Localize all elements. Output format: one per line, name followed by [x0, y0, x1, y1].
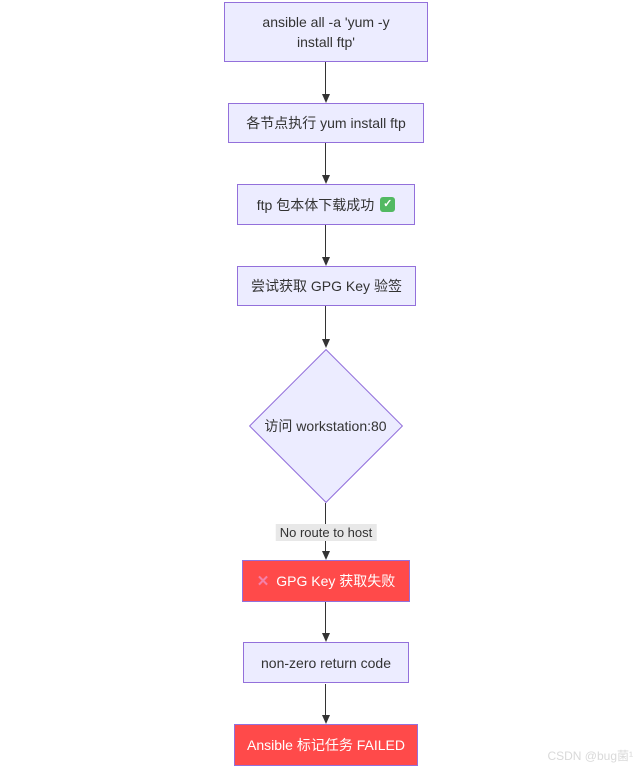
edge-connector [325, 143, 326, 182]
node-nonzero-return: non-zero return code [243, 642, 409, 683]
edge-connector [325, 225, 326, 264]
node-label: 访问 workstation:80 [264, 417, 387, 434]
node-label: Ansible 标记任务 FAILED [247, 737, 405, 753]
arrowhead-icon [322, 715, 330, 724]
node-label: GPG Key 获取失败 [276, 573, 396, 589]
node-label: 尝试获取 GPG Key 验签 [251, 278, 402, 294]
node-download-success: ftp 包本体下载成功 ✓ [237, 184, 415, 225]
edge-connector [325, 306, 326, 346]
watermark: CSDN @bug菌¹ [547, 749, 633, 763]
node-label: 各节点执行 yum install ftp [246, 115, 406, 131]
arrowhead-icon [322, 257, 330, 266]
node-gpg-try: 尝试获取 GPG Key 验签 [237, 266, 416, 306]
node-yum-exec: 各节点执行 yum install ftp [228, 103, 424, 143]
node-decision-workstation: 访问 workstation:80 [248, 348, 403, 503]
node-label: non-zero return code [261, 654, 391, 671]
node-label: ansible all -a 'yum -y install ftp' [262, 14, 390, 50]
edge-connector [325, 602, 326, 640]
arrowhead-icon [322, 94, 330, 103]
arrowhead-icon [322, 551, 330, 560]
node-gpg-fail: ✕ GPG Key 获取失败 [242, 560, 410, 602]
node-label: ftp 包本体下载成功 [256, 196, 375, 213]
cross-icon: ✕ [256, 572, 270, 590]
edge-connector [325, 684, 326, 722]
arrowhead-icon [322, 339, 330, 348]
arrowhead-icon [322, 633, 330, 642]
node-ansible-command: ansible all -a 'yum -y install ftp' [224, 2, 428, 62]
edge-connector [325, 62, 326, 101]
arrowhead-icon [322, 175, 330, 184]
edge-label-no-route: No route to host [275, 524, 377, 541]
check-icon: ✓ [380, 197, 396, 212]
node-task-failed: Ansible 标记任务 FAILED [234, 724, 418, 766]
